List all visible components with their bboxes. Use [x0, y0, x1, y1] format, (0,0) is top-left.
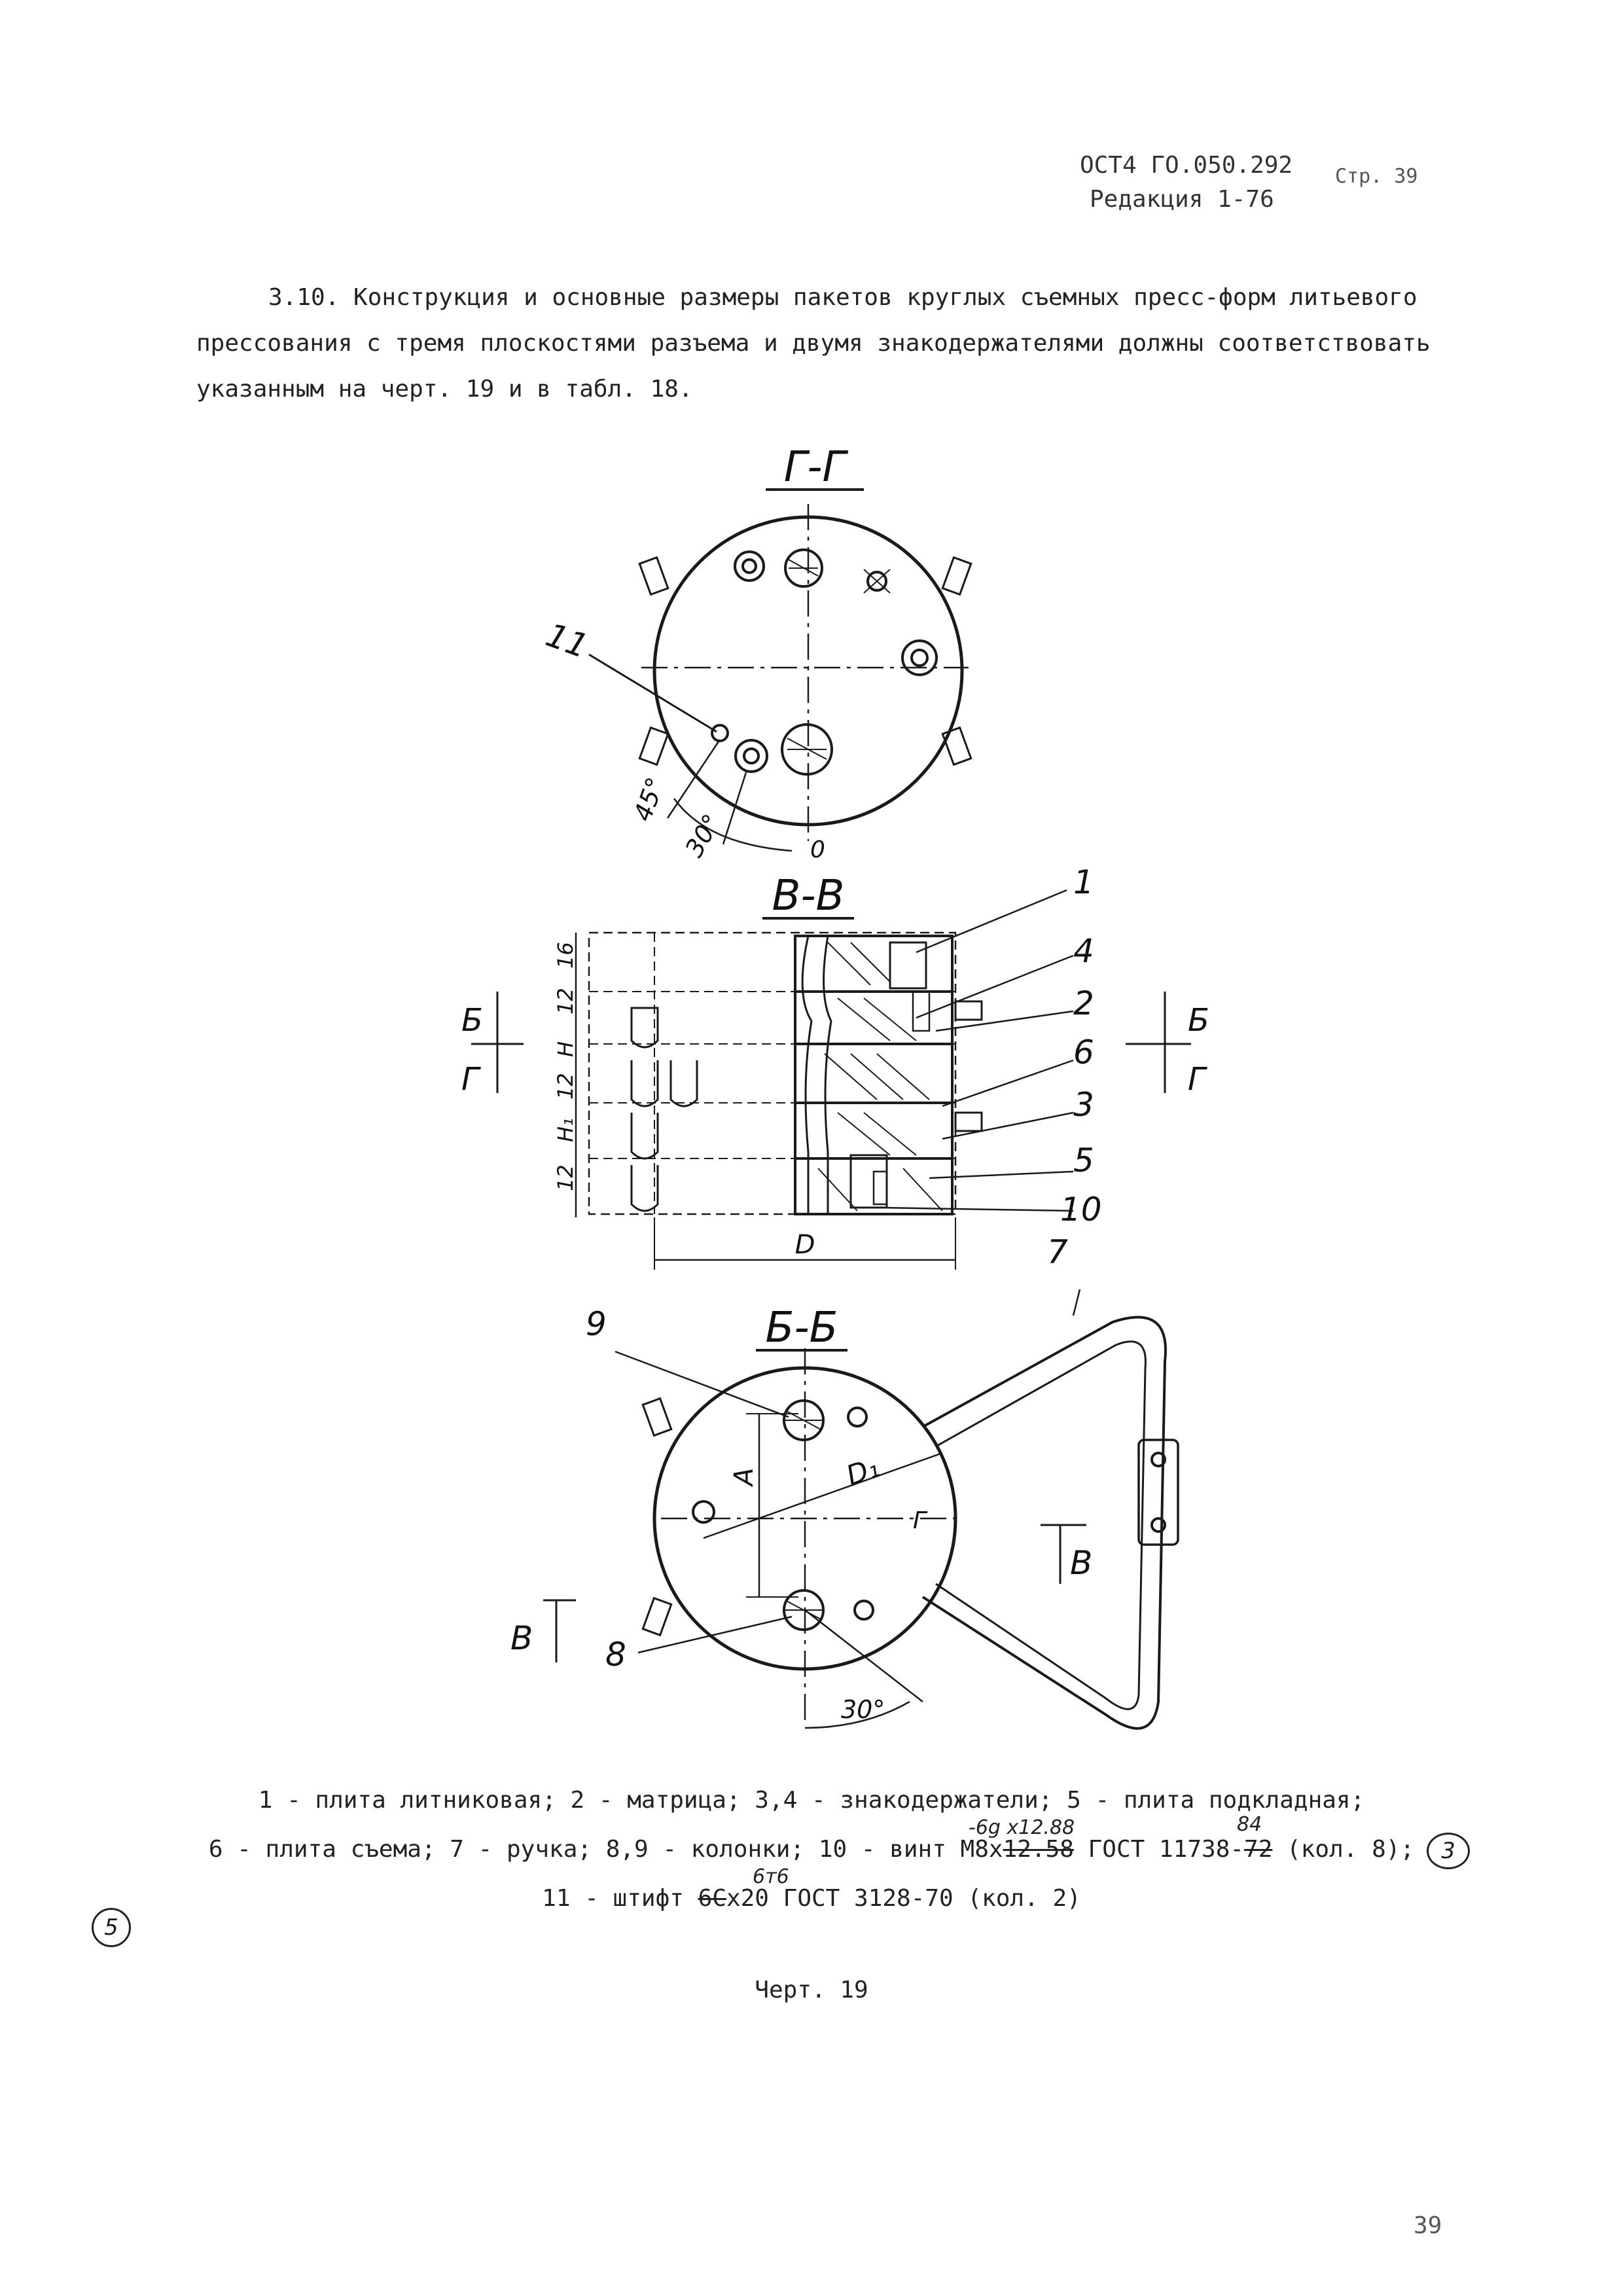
legend-line3-part-b: х20 ГОСТ 3128-70 (кол. 2) — [726, 1885, 1081, 1912]
legend-line-3: 11 - штифт 6Сх20 ГОСТ 3128-70 (кол. 2) — [0, 1885, 1623, 1912]
legend-handwritten-note: -6g х12.88 — [969, 1816, 1075, 1839]
callout-7: 7 — [1047, 1233, 1068, 1271]
dim-a: A — [729, 1468, 759, 1488]
legend-handwritten-note-3: 6т6 — [753, 1865, 789, 1888]
section-bb-title: Б-Б — [766, 1304, 838, 1352]
section-bb-view: Б-Б D₁ A 30° 7 — [510, 1233, 1179, 1730]
callout-9: 9 — [586, 1305, 607, 1343]
page-number: 39 — [1414, 2212, 1442, 2239]
legend-line-1: 1 - плита литниковая; 2 - матрица; 3,4 -… — [258, 1787, 1365, 1814]
dim-d: D — [795, 1230, 815, 1260]
cut-mark-b-right: Б — [1188, 1002, 1209, 1039]
callout-4: 4 — [1073, 932, 1094, 970]
legend-line2-struck-2: 72 — [1244, 1836, 1273, 1863]
legend-line2-part-a: 6 - плита съема; 7 - ручка; 8,9 - колонк… — [208, 1836, 1003, 1863]
cut-mark-v-right: В — [1070, 1544, 1092, 1582]
legend-line-2: 6 - плита съема; 7 - ручка; 8,9 - колонк… — [0, 1836, 1623, 1863]
angle-45: 45° — [628, 774, 670, 825]
revision-mark-right: 3 — [1427, 1833, 1470, 1869]
revision-mark-left: 5 — [92, 1908, 131, 1947]
dim-12-c: 12 — [553, 988, 578, 1014]
callout-11: 11 — [541, 616, 594, 666]
angle-30-top: 30° — [679, 809, 726, 861]
legend-line2-part-b: ГОСТ 11738- — [1073, 1836, 1245, 1863]
legend-line3-part-a: 11 - штифт — [542, 1885, 698, 1912]
section-vv-view: В-В — [461, 863, 1209, 1270]
cut-mark-g-right: Г — [1188, 1061, 1207, 1098]
cut-mark-g-bottom: Г — [913, 1507, 928, 1534]
dim-16: 16 — [553, 942, 578, 969]
page-ref: Стр. 39 — [1335, 165, 1418, 188]
cut-mark-b-left: Б — [461, 1002, 483, 1039]
callout-1: 1 — [1073, 863, 1094, 901]
cut-mark-v-left: В — [510, 1619, 533, 1657]
callout-2: 2 — [1073, 984, 1094, 1022]
legend-line2-struck: 12.58 — [1003, 1836, 1074, 1863]
dim-12-b: 12 — [553, 1073, 578, 1100]
figure-caption: Черт. 19 — [755, 1977, 868, 2003]
legend-handwritten-note-2: 84 — [1237, 1813, 1262, 1836]
edition: Редакция 1-76 — [1090, 186, 1274, 213]
standard-code: ОСТ4 ГО.050.292 — [1080, 152, 1293, 179]
cut-mark-g-left: Г — [461, 1061, 481, 1098]
section-vv-title: В-В — [772, 872, 845, 920]
angle-30-bottom: 30° — [841, 1695, 885, 1724]
paragraph-text: 3.10. Конструкция и основные размеры пак… — [196, 284, 1431, 403]
callout-6: 6 — [1073, 1033, 1094, 1071]
callout-5: 5 — [1073, 1141, 1094, 1179]
dim-h: H — [553, 1041, 578, 1057]
callout-8: 8 — [605, 1636, 626, 1674]
dim-h1: H₁ — [553, 1118, 578, 1142]
callout-10: 10 — [1060, 1191, 1102, 1229]
callout-3: 3 — [1073, 1086, 1094, 1124]
legend-line2-part-c: (кол. 8); — [1272, 1836, 1415, 1863]
section-gg-title: Г-Г — [784, 443, 849, 492]
dim-zero: 0 — [810, 836, 825, 863]
dim-12-a: 12 — [553, 1164, 578, 1191]
section-gg-view: Г-Г 11 45° 30° 0 — [541, 443, 972, 863]
legend-line3-struck: 6С — [698, 1885, 726, 1912]
body-paragraph: 3.10. Конструкция и основные размеры пак… — [196, 275, 1440, 412]
